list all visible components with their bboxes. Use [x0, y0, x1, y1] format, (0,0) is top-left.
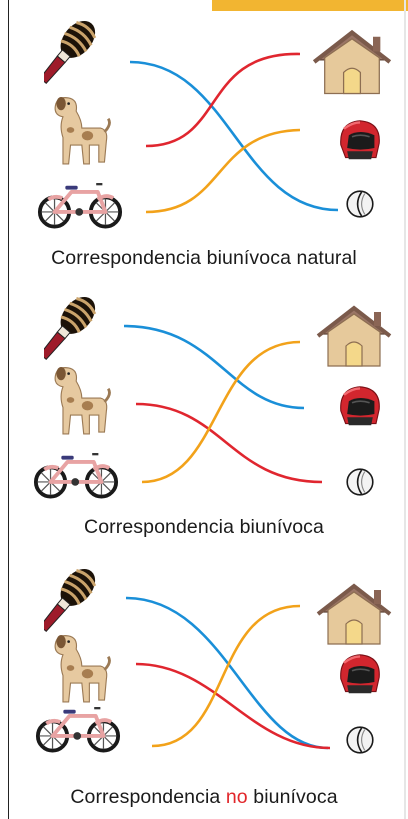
panel-3-graphic — [0, 564, 392, 754]
ball-icon — [346, 190, 374, 218]
bicycle-icon — [40, 184, 120, 226]
caption-prefix: Correspondencia — [70, 786, 226, 808]
panel-natural-bijection: Correspondencia biunívoca natural — [0, 0, 408, 280]
link-maraca-helmet — [123, 324, 305, 410]
panel-2-graphic — [0, 292, 392, 554]
panel-bijection: Correspondencia biunívoca — [0, 282, 408, 554]
caption-suffix: biunívoca — [247, 786, 338, 808]
accent-bar — [212, 0, 408, 11]
link-dog-ball — [135, 662, 331, 750]
maraca-icon — [44, 564, 104, 640]
link-maraca-ball — [129, 60, 339, 212]
dog-icon — [53, 95, 111, 166]
helmet-icon — [339, 119, 381, 161]
bicycle-icon — [38, 708, 118, 750]
dog-icon — [53, 365, 111, 436]
helmet-icon — [339, 385, 381, 427]
house-icon — [316, 584, 392, 646]
ball-icon — [346, 726, 374, 754]
link-bicycle-house — [141, 340, 301, 484]
caption-highlight-no: no — [225, 786, 248, 808]
panel-1-graphic — [0, 16, 408, 280]
frame-border-left — [8, 0, 9, 819]
bicycle-icon — [36, 454, 116, 496]
house-icon — [316, 306, 392, 368]
caption-panel-1: Correspondencia biunívoca natural — [51, 247, 357, 269]
maraca-icon — [44, 292, 104, 368]
dog-icon — [53, 633, 111, 704]
ball-icon — [346, 468, 374, 496]
link-dog-ball — [135, 402, 323, 484]
caption-panel-3: Correspondencia no biunívoca — [0, 786, 408, 809]
link-maraca-ball — [125, 596, 329, 750]
link-dog-house — [145, 52, 301, 148]
helmet-icon — [339, 653, 381, 695]
caption-panel-2: Correspondencia biunívoca — [84, 516, 324, 538]
link-bicycle-helmet — [145, 128, 301, 214]
house-icon — [314, 33, 390, 94]
link-bicycle-house — [151, 604, 301, 748]
maraca-icon — [44, 16, 104, 92]
panel-non-bijection: Correspondencia no biunívoca — [0, 556, 408, 819]
frame-border-right — [404, 0, 406, 819]
